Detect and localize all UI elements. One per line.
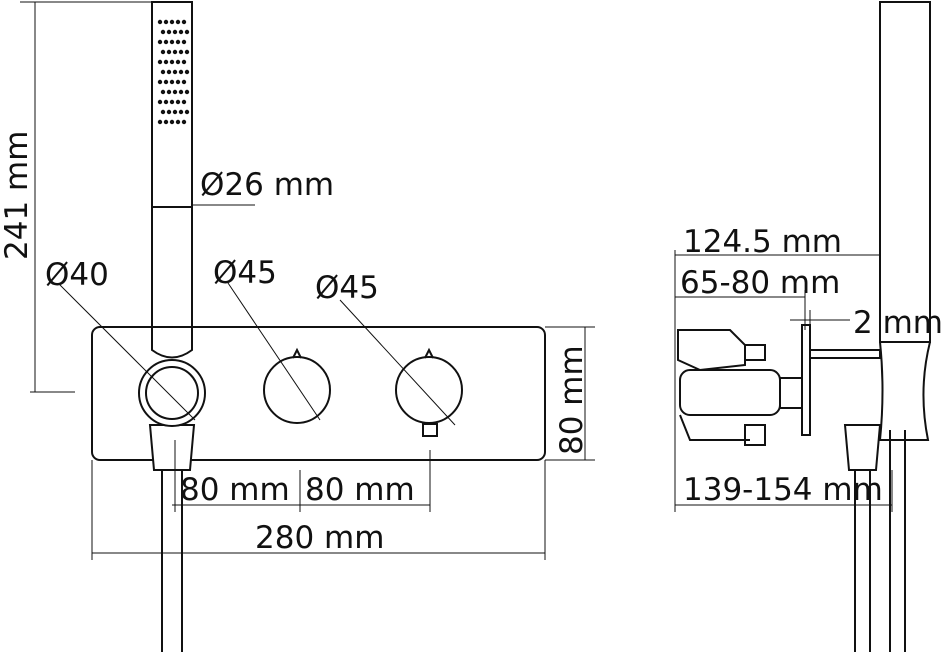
spray-nozzle-dot xyxy=(166,69,172,75)
spray-nozzle-dot xyxy=(157,39,163,45)
spray-nozzle-dot xyxy=(178,109,184,115)
side-view: 124.5 mm 65-80 mm 2 mm 139-154 mm xyxy=(674,1,943,652)
spray-nozzle-dot xyxy=(172,69,178,75)
spray-nozzle-dot xyxy=(175,59,181,65)
plate-thickness-label: 2 mm xyxy=(853,305,943,341)
spray-nozzle-dot xyxy=(181,39,187,45)
spray-nozzle-dot xyxy=(160,69,166,75)
shower-diameter-label: Ø26 mm xyxy=(200,167,334,203)
knob3-diameter-label: Ø45 xyxy=(315,270,379,306)
spray-nozzle-dot xyxy=(172,29,178,35)
overall-depth-label: 139-154 mm xyxy=(683,472,883,508)
height-label: 241 mm xyxy=(0,131,35,260)
spray-nozzle-dot xyxy=(181,119,187,125)
spray-nozzle-dot xyxy=(169,119,175,125)
spray-nozzle-dot xyxy=(181,59,187,65)
spray-nozzle-dot xyxy=(163,99,169,105)
spray-nozzle-dot xyxy=(169,99,175,105)
spray-nozzle-dot xyxy=(160,29,166,35)
spray-nozzle-dot xyxy=(157,99,163,105)
knob-2 xyxy=(263,356,331,424)
spray-nozzle-dot xyxy=(172,49,178,55)
shower-holder xyxy=(148,424,196,471)
spray-nozzle-dot xyxy=(181,79,187,85)
knob-3 xyxy=(395,356,463,424)
spray-nozzle-dot xyxy=(184,109,190,115)
knob-1 xyxy=(138,359,206,427)
spray-nozzle-dot xyxy=(184,29,190,35)
spray-nozzle-dot xyxy=(172,109,178,115)
spray-nozzle-dot xyxy=(160,89,166,95)
spray-nozzle-dot xyxy=(175,19,181,25)
spray-nozzle-dot xyxy=(178,69,184,75)
spray-nozzle-dot xyxy=(157,59,163,65)
spray-nozzle-dot xyxy=(166,49,172,55)
side-shower xyxy=(879,1,931,343)
spray-nozzle-dot xyxy=(157,19,163,25)
knob1-diameter-label: Ø40 xyxy=(45,257,109,293)
spray-nozzle-dot xyxy=(184,89,190,95)
spray-nozzle-dot xyxy=(175,79,181,85)
knob2-diameter-label: Ø45 xyxy=(213,255,277,291)
spray-nozzle-dot xyxy=(169,59,175,65)
spray-nozzle-dot xyxy=(166,109,172,115)
panel-width-label: 280 mm xyxy=(255,520,384,556)
spray-nozzle-dot xyxy=(181,99,187,105)
spray-nozzle-dot xyxy=(178,49,184,55)
spray-nozzle-dot xyxy=(172,89,178,95)
spray-nozzle-dot xyxy=(160,49,166,55)
spray-nozzle-dot xyxy=(184,69,190,75)
spray-nozzle-dot xyxy=(157,119,163,125)
spray-nozzle-dot xyxy=(169,39,175,45)
spray-nozzle-dot xyxy=(181,19,187,25)
spray-nozzle-dot xyxy=(163,19,169,25)
spacing1-label: 80 mm xyxy=(180,472,290,508)
spray-nozzle-dot xyxy=(184,49,190,55)
spray-nozzle-dot xyxy=(169,79,175,85)
spray-nozzle-dot xyxy=(175,119,181,125)
spray-nozzle-dot xyxy=(163,79,169,85)
spray-nozzle-dot xyxy=(163,39,169,45)
spray-nozzle-dot xyxy=(166,89,172,95)
hand-shower xyxy=(151,1,193,359)
total-projection-label: 124.5 mm xyxy=(683,224,842,260)
spray-nozzle-dot xyxy=(163,119,169,125)
spray-nozzle-dot xyxy=(157,79,163,85)
spray-nozzle-dot xyxy=(175,39,181,45)
spray-nozzle-dot xyxy=(166,29,172,35)
body-depth-label: 65-80 mm xyxy=(680,265,840,301)
spacing2-label: 80 mm xyxy=(305,472,415,508)
panel xyxy=(91,326,546,461)
spray-nozzle-dot xyxy=(175,99,181,105)
spray-nozzle-dot xyxy=(169,19,175,25)
panel-height-label: 80 mm xyxy=(554,345,590,455)
spray-nozzle-dot xyxy=(163,59,169,65)
spray-nozzle-dot xyxy=(178,89,184,95)
front-view: 241 mm Ø26 mm Ø40 Ø45 Ø45 80 mm 80 mm 80… xyxy=(0,1,595,652)
wall-plate xyxy=(801,324,811,436)
spray-nozzle-dot xyxy=(178,29,184,35)
valve-body xyxy=(677,329,746,372)
spray-nozzle-dot xyxy=(160,109,166,115)
